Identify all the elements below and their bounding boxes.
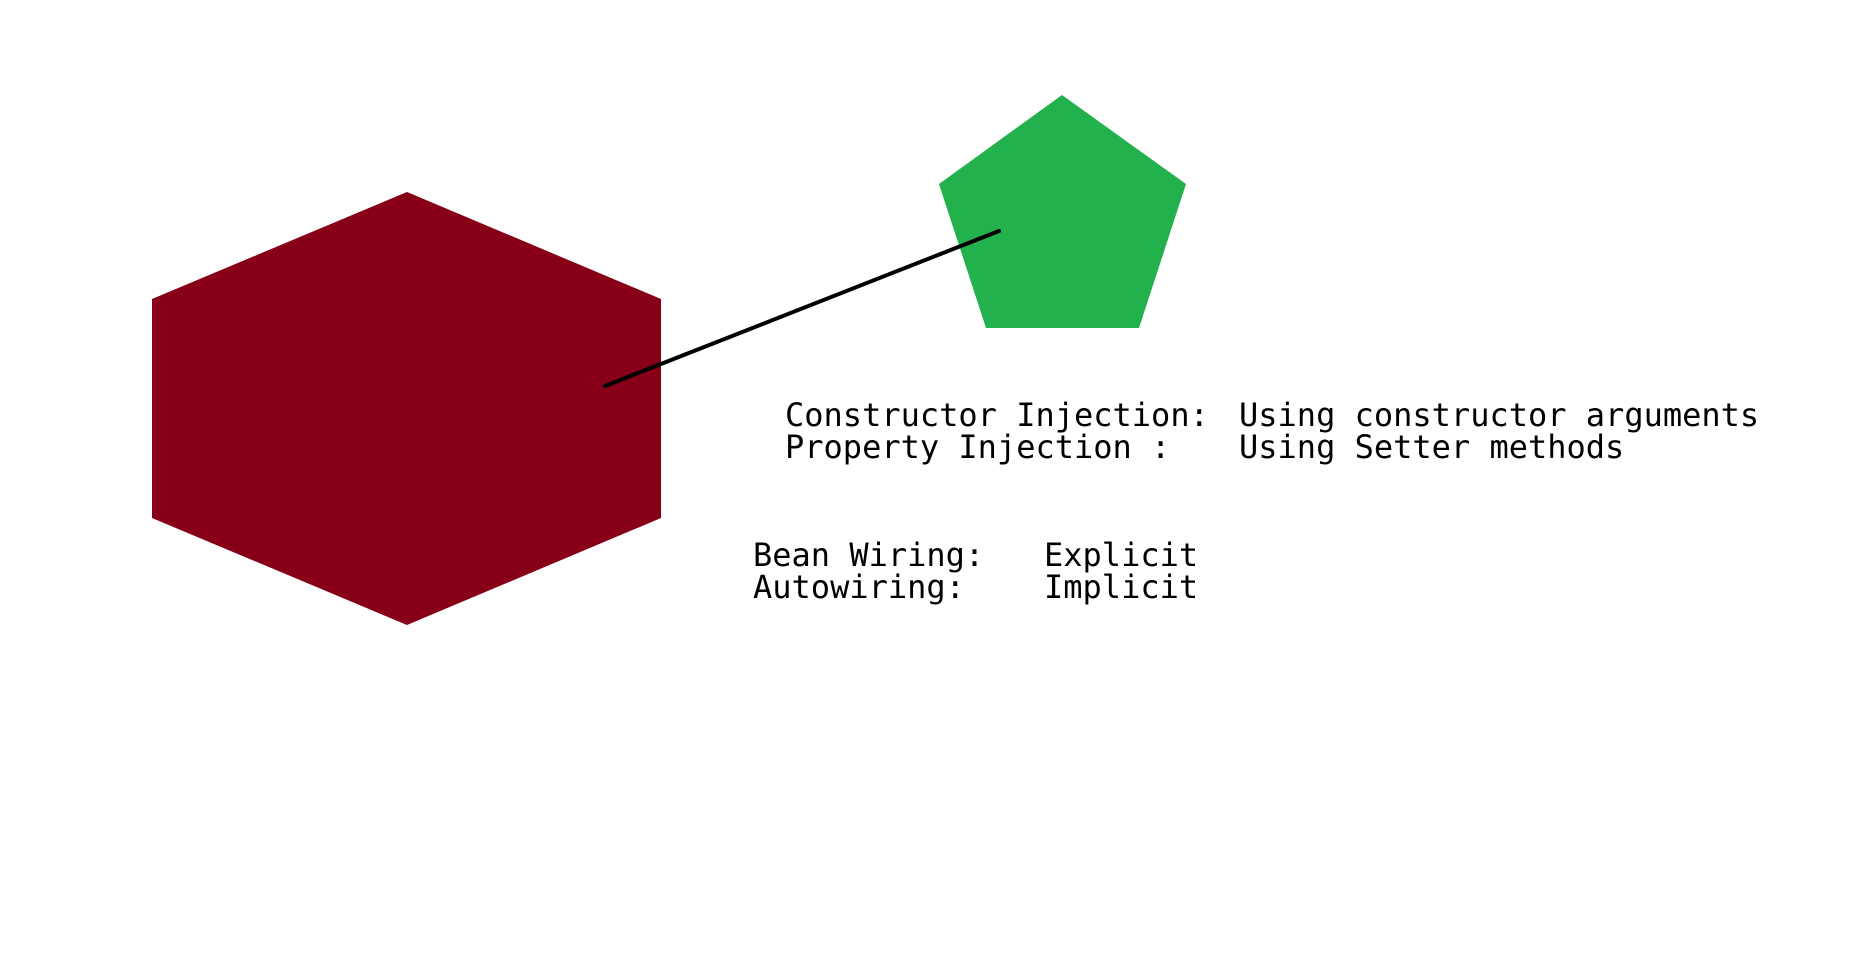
- wiring-definitions: Bean Wiring: Explicit Autowiring: Implic…: [753, 536, 1198, 606]
- bean-wiring-term: Bean Wiring:: [753, 536, 984, 574]
- property-injection-term: Property Injection :: [785, 428, 1170, 466]
- constructor-injection-term: Constructor Injection:: [785, 396, 1209, 434]
- pentagon-shape: [939, 95, 1186, 328]
- property-injection-description: Using Setter methods: [1239, 428, 1624, 466]
- bean-wiring-description: Explicit: [1044, 536, 1198, 574]
- autowiring-term: Autowiring:: [753, 568, 965, 606]
- autowiring-description: Implicit: [1044, 568, 1198, 606]
- hexagon-shape: [152, 192, 661, 625]
- constructor-injection-description: Using constructor arguments: [1239, 396, 1759, 434]
- injection-definitions: Constructor Injection: Using constructor…: [785, 396, 1759, 466]
- connector-line: [603, 229, 1001, 388]
